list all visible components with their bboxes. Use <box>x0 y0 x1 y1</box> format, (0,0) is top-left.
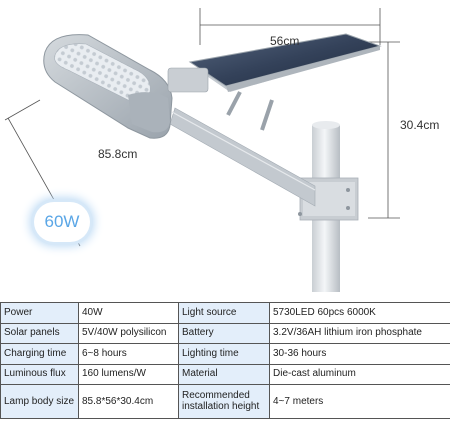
spec-label: Charging time <box>0 343 79 365</box>
lamp-head <box>43 34 209 139</box>
product-illustration: 56cm 30.4cm 85.8cm 60W <box>4 8 440 292</box>
panel-support <box>226 91 274 131</box>
spec-value: Die-cast aluminum <box>269 363 450 386</box>
spec-value: 6~8 hours <box>78 343 179 365</box>
lamp-arm <box>169 107 316 207</box>
table-row: Lamp body size 85.8*56*30.4cm Recommende… <box>0 384 450 420</box>
dimension-lines <box>4 8 400 247</box>
spec-label: Power <box>0 302 79 324</box>
spec-label: Lamp body size <box>0 384 79 420</box>
wattage-badge: 60W <box>34 202 90 242</box>
spec-value: 160 lumens/W <box>78 363 179 386</box>
specifications-table: Power 40W Light source 5730LED 60pcs 600… <box>0 302 450 420</box>
spec-label: Material <box>178 363 270 386</box>
height-dimension-label: 30.4cm <box>400 118 440 132</box>
table-row: Solar panels 5V/40W polysilicon Battery … <box>0 322 450 345</box>
spec-value: 30-36 hours <box>269 343 450 365</box>
width-dimension-label: 56cm <box>270 34 300 48</box>
table-row: Charging time 6~8 hours Lighting time 30… <box>0 343 450 365</box>
street-light-drawing <box>4 8 400 292</box>
spec-label: Recommended installation height <box>178 384 270 420</box>
spec-label: Light source <box>178 302 270 324</box>
spec-value: 40W <box>78 302 179 324</box>
spec-label: Lighting time <box>178 343 270 365</box>
table-row: Luminous flux 160 lumens/W Material Die-… <box>0 363 450 386</box>
length-dimension-label: 85.8cm <box>98 147 138 161</box>
table-row: Power 40W Light source 5730LED 60pcs 600… <box>0 302 450 324</box>
spec-value: 5730LED 60pcs 6000K <box>269 302 450 324</box>
spec-value: 3.2V/36AH lithium iron phosphate <box>269 322 450 345</box>
spec-label: Solar panels <box>0 322 79 345</box>
solar-panel <box>188 33 382 92</box>
spec-label: Luminous flux <box>0 363 79 386</box>
spec-label: Battery <box>178 322 270 345</box>
spec-value: 85.8*56*30.4cm <box>78 384 179 420</box>
spec-value: 5V/40W polysilicon <box>78 322 179 345</box>
spec-value: 4~7 meters <box>269 384 450 420</box>
